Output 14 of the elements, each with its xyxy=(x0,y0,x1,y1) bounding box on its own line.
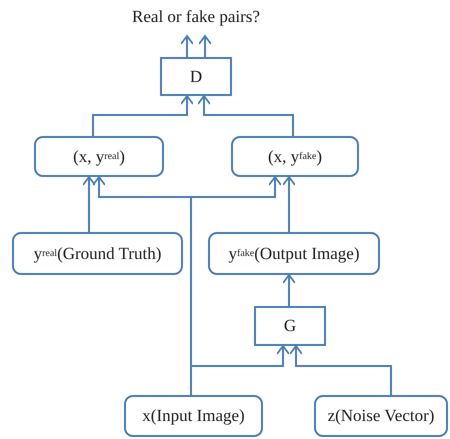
arrow xyxy=(282,274,296,306)
input-box: x(Input Image) xyxy=(124,395,263,437)
arrow xyxy=(180,35,194,57)
input-box: z(Noise Vector) xyxy=(314,395,448,437)
arrow xyxy=(82,176,96,232)
title-text: Real or fake pairs? xyxy=(118,2,274,32)
arrow xyxy=(190,345,290,395)
discriminator-box: D xyxy=(160,57,232,96)
arrow xyxy=(197,95,294,136)
arrow xyxy=(289,345,392,395)
arrow xyxy=(282,176,296,232)
generator-box: G xyxy=(254,306,326,346)
arrow xyxy=(92,95,194,136)
arrow xyxy=(198,35,212,57)
